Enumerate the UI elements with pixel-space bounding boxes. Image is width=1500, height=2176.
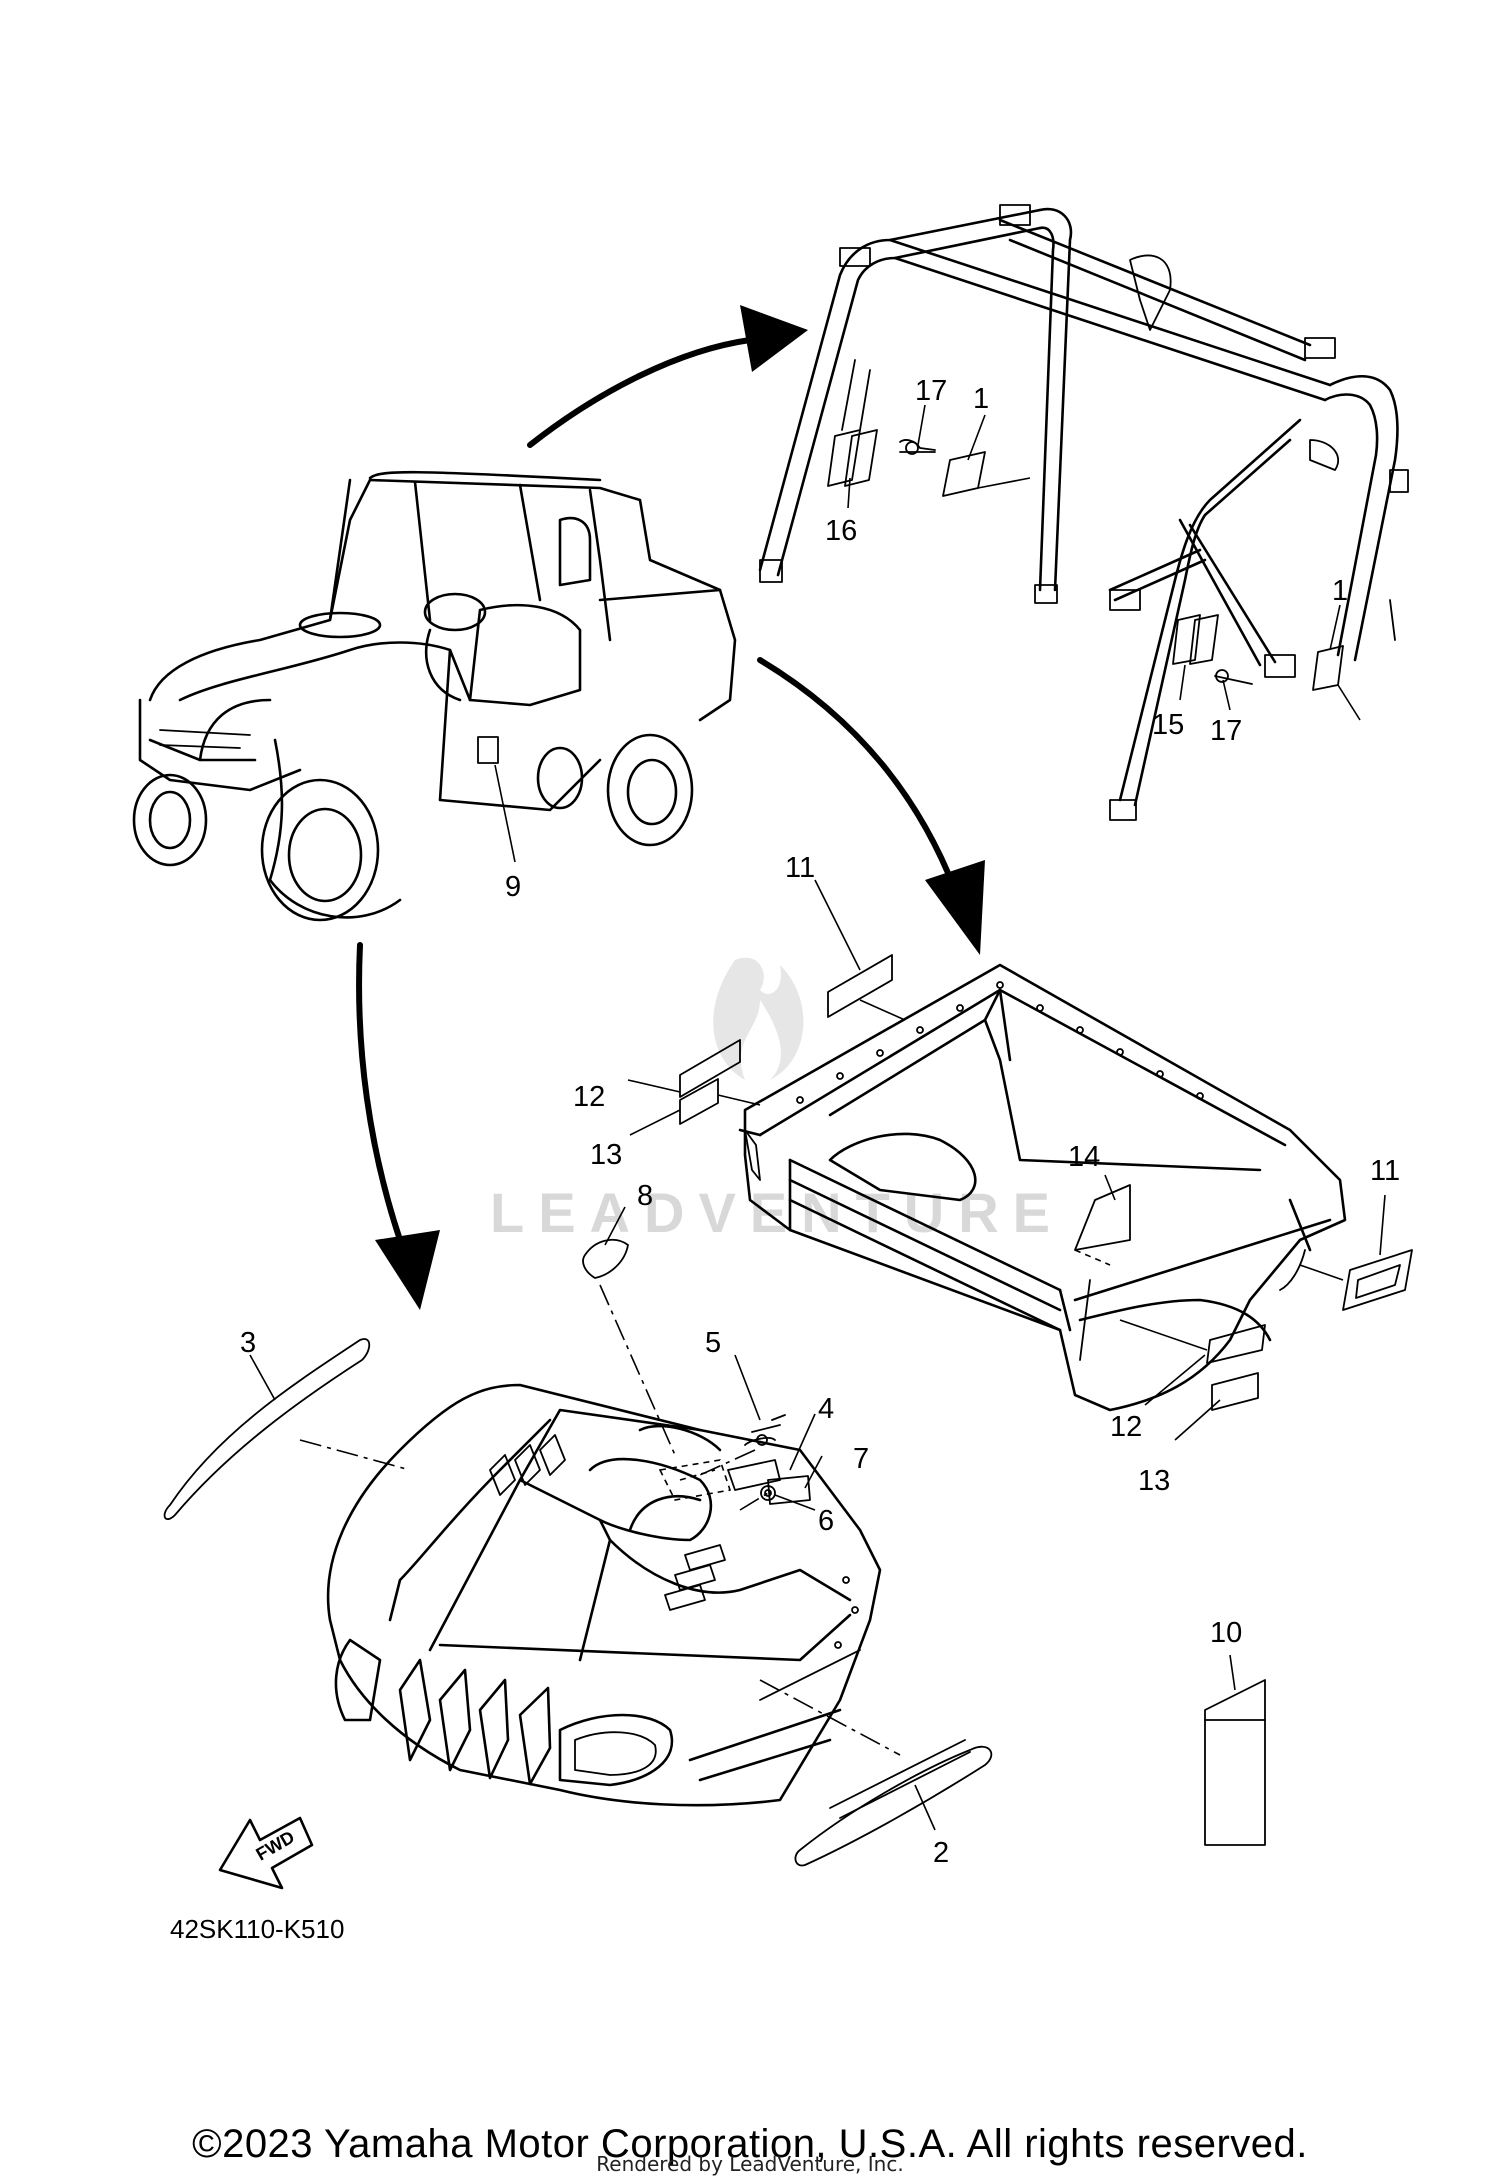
callout-17: 17 [915, 375, 947, 407]
roll-cage [758, 204, 1409, 821]
callout-10: 10 [1210, 1617, 1242, 1649]
callout-12: 12 [1110, 1411, 1142, 1443]
callout-13: 13 [1138, 1465, 1170, 1497]
callout-4: 4 [818, 1393, 834, 1425]
callout-14: 14 [1068, 1141, 1100, 1173]
roll-cage-decals [827, 429, 1361, 721]
drawing-code: 42SK110-K510 [170, 1914, 344, 1944]
callouts: 17 1 16 1 15 17 9 11 12 13 14 11 8 12 13… [170, 375, 1400, 1944]
front-hood [326, 1383, 882, 1807]
cargo-bed [738, 963, 1347, 1412]
callout-2: 2 [933, 1837, 949, 1869]
callout-16: 16 [825, 515, 857, 547]
callout-11: 11 [785, 852, 815, 884]
leader-lines [249, 404, 1386, 1831]
hood-decals [163, 1238, 993, 1867]
callout-17: 17 [1210, 715, 1242, 747]
flow-arrows [356, 305, 985, 1310]
callout-5: 5 [705, 1327, 721, 1359]
callout-3: 3 [240, 1327, 256, 1359]
callout-8: 8 [637, 1180, 653, 1212]
label-10 [1204, 1679, 1266, 1846]
callout-12: 12 [573, 1081, 605, 1113]
vehicle-overview [132, 470, 737, 922]
callout-7: 7 [853, 1443, 869, 1475]
callout-1: 1 [973, 383, 989, 415]
callout-13: 13 [590, 1139, 622, 1171]
watermark-text: LEADVENTURE [490, 1181, 1064, 1244]
fwd-arrow-icon: FWD [218, 1816, 314, 1890]
callout-6: 6 [818, 1505, 834, 1537]
watermark: LEADVENTURE [490, 957, 1064, 1244]
rendered-by-credit: Rendered by LeadVenture, Inc. [596, 2152, 904, 2176]
callout-11: 11 [1370, 1155, 1400, 1187]
cargo-bed-decals [679, 954, 1413, 1411]
callout-15: 15 [1152, 709, 1184, 741]
callout-9: 9 [505, 871, 521, 903]
callout-1: 1 [1332, 575, 1348, 607]
copyright-notice: ©2023 Yamaha Motor Corporation, U.S.A. A… [192, 2122, 1308, 2166]
